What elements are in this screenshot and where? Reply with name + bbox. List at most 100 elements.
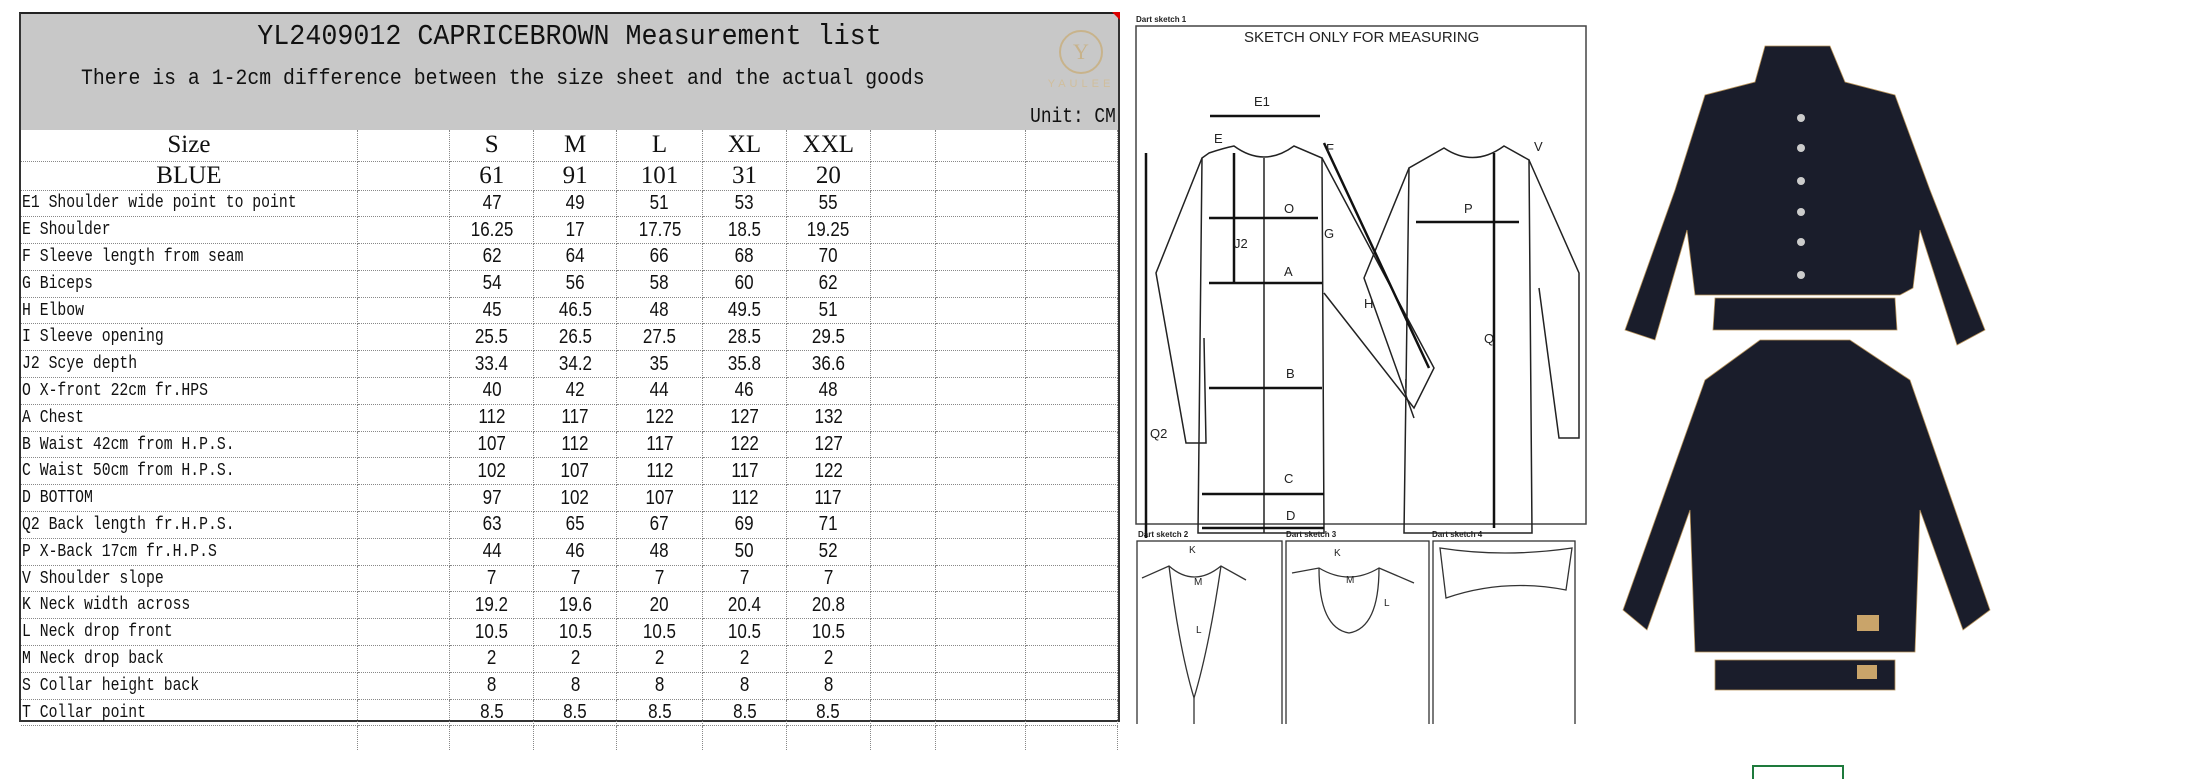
empty-cell[interactable] (870, 618, 936, 647)
empty-cell[interactable] (935, 404, 1027, 432)
value-cell[interactable]: 71 (786, 511, 871, 539)
empty-cell[interactable] (1025, 350, 1118, 379)
value-cell[interactable]: 61 (449, 161, 534, 191)
value-cell[interactable]: 91 (533, 161, 618, 191)
value-cell[interactable]: 2 (616, 645, 703, 673)
value-cell[interactable]: 48 (616, 297, 703, 325)
value-cell[interactable]: 8 (702, 672, 788, 700)
empty-cell[interactable] (357, 243, 451, 271)
value-cell[interactable]: 40 (449, 377, 534, 405)
value-cell[interactable]: 112 (702, 484, 788, 513)
value-cell[interactable]: 35.8 (702, 350, 788, 379)
value-cell[interactable]: L (616, 130, 703, 162)
empty-cell[interactable] (870, 350, 936, 379)
empty-cell[interactable] (870, 404, 936, 432)
value-cell[interactable]: 8 (786, 672, 871, 700)
empty-cell[interactable] (870, 511, 936, 539)
value-cell[interactable]: 2 (533, 645, 618, 673)
empty-cell[interactable] (935, 538, 1027, 566)
value-cell[interactable]: M (533, 130, 618, 162)
value-cell[interactable]: XL (702, 130, 788, 162)
value-cell[interactable]: 2 (449, 645, 534, 673)
empty-cell[interactable] (935, 591, 1027, 620)
value-cell[interactable]: 102 (533, 484, 618, 513)
value-cell[interactable]: 46 (533, 538, 618, 566)
value-cell[interactable]: 2 (786, 645, 871, 673)
value-cell[interactable] (449, 725, 534, 750)
row-label[interactable]: F Sleeve length from seam (21, 243, 358, 271)
empty-cell[interactable] (357, 377, 451, 405)
value-cell[interactable] (533, 725, 618, 750)
empty-cell[interactable] (935, 377, 1027, 405)
value-cell[interactable]: 47 (449, 190, 534, 218)
value-cell[interactable]: 117 (616, 431, 703, 459)
value-cell[interactable]: 97 (449, 484, 534, 513)
value-cell[interactable]: 35 (616, 350, 703, 379)
empty-cell[interactable] (357, 725, 451, 750)
row-label[interactable]: H Elbow (21, 297, 358, 325)
value-cell[interactable] (702, 725, 788, 750)
value-cell[interactable]: 107 (449, 431, 534, 459)
empty-cell[interactable] (1025, 484, 1118, 513)
value-cell[interactable]: 26.5 (533, 323, 618, 352)
value-cell[interactable]: 8.5 (616, 699, 703, 727)
empty-cell[interactable] (870, 190, 936, 218)
empty-cell[interactable] (1025, 270, 1118, 298)
value-cell[interactable]: 7 (533, 565, 618, 593)
value-cell[interactable]: 10.5 (533, 618, 618, 647)
row-label[interactable]: D BOTTOM (21, 484, 358, 513)
value-cell[interactable]: 64 (533, 243, 618, 271)
value-cell[interactable]: 46.5 (533, 297, 618, 325)
empty-cell[interactable] (935, 484, 1027, 513)
value-cell[interactable]: 17.75 (616, 216, 703, 245)
value-cell[interactable]: 49.5 (702, 297, 788, 325)
empty-cell[interactable] (357, 190, 451, 218)
empty-cell[interactable] (357, 431, 451, 459)
value-cell[interactable]: 69 (702, 511, 788, 539)
empty-cell[interactable] (935, 270, 1027, 298)
empty-cell[interactable] (935, 130, 1027, 162)
value-cell[interactable]: 60 (702, 270, 788, 298)
empty-cell[interactable] (935, 243, 1027, 271)
empty-cell[interactable] (870, 725, 936, 750)
row-label[interactable]: C Waist 50cm from H.P.S. (21, 457, 358, 486)
empty-cell[interactable] (357, 672, 451, 700)
empty-cell[interactable] (935, 645, 1027, 673)
value-cell[interactable]: 52 (786, 538, 871, 566)
value-cell[interactable]: 46 (702, 377, 788, 405)
empty-cell[interactable] (1025, 297, 1118, 325)
value-cell[interactable] (786, 725, 871, 750)
value-cell[interactable]: 17 (533, 216, 618, 245)
value-cell[interactable]: 8.5 (702, 699, 788, 727)
value-cell[interactable]: 20 (786, 161, 871, 191)
empty-cell[interactable] (870, 130, 936, 162)
value-cell[interactable]: 48 (616, 538, 703, 566)
value-cell[interactable]: 8 (533, 672, 618, 700)
value-cell[interactable]: 10.5 (616, 618, 703, 647)
row-label[interactable]: B Waist 42cm from H.P.S. (21, 431, 358, 459)
value-cell[interactable]: 8.5 (533, 699, 618, 727)
empty-cell[interactable] (357, 270, 451, 298)
empty-cell[interactable] (1025, 725, 1118, 750)
value-cell[interactable]: 8 (449, 672, 534, 700)
row-label[interactable]: Q2 Back length fr.H.P.S. (21, 511, 358, 539)
value-cell[interactable]: XXL (786, 130, 871, 162)
value-cell[interactable]: 117 (786, 484, 871, 513)
value-cell[interactable]: 63 (449, 511, 534, 539)
row-label[interactable]: G Biceps (21, 270, 358, 298)
empty-cell[interactable] (1025, 243, 1118, 271)
empty-cell[interactable] (870, 377, 936, 405)
value-cell[interactable]: 58 (616, 270, 703, 298)
empty-cell[interactable] (870, 565, 936, 593)
value-cell[interactable]: 62 (449, 243, 534, 271)
value-cell[interactable]: 20 (616, 591, 703, 620)
row-label[interactable]: S Collar height back (21, 672, 358, 700)
empty-cell[interactable] (357, 511, 451, 539)
empty-cell[interactable] (870, 538, 936, 566)
empty-cell[interactable] (870, 457, 936, 486)
value-cell[interactable]: 2 (702, 645, 788, 673)
row-label[interactable]: L Neck drop front (21, 618, 358, 647)
value-cell[interactable]: 20.4 (702, 591, 788, 620)
row-label[interactable]: K Neck width across (21, 591, 358, 620)
value-cell[interactable]: 10.5 (786, 618, 871, 647)
